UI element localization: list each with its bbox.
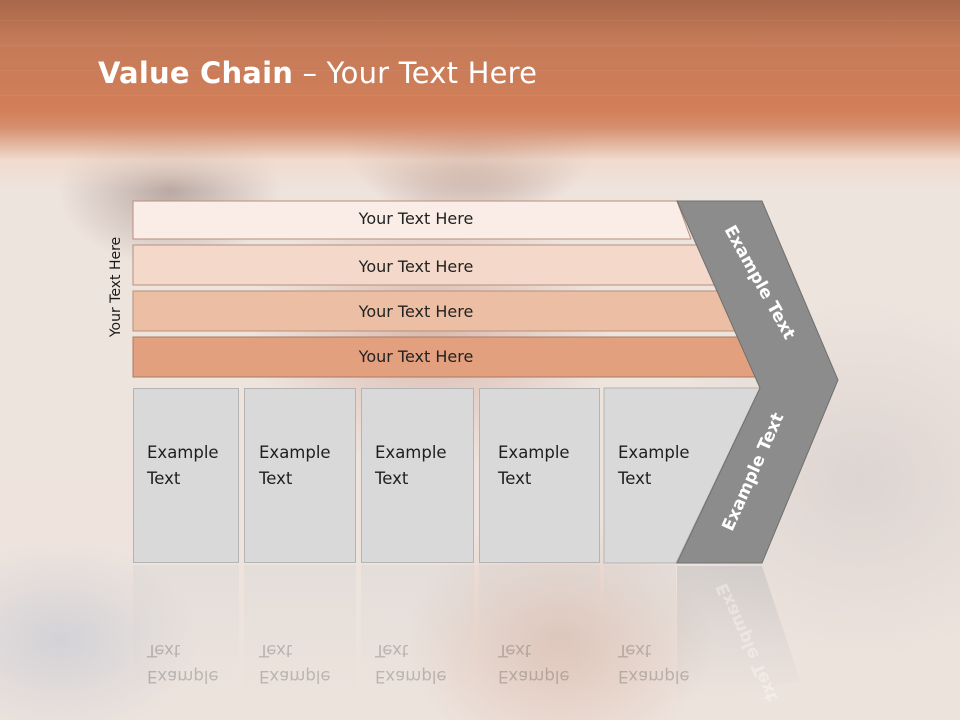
column-shape-5[interactable] bbox=[603, 387, 761, 564]
row-label-4: Your Text Here bbox=[358, 347, 474, 366]
row-label-1: Your Text Here bbox=[358, 209, 474, 228]
column-reflection bbox=[133, 565, 239, 695]
title-band bbox=[0, 0, 960, 190]
row-shape-1[interactable] bbox=[132, 200, 692, 240]
column-1[interactable] bbox=[133, 388, 239, 563]
title-rest: – Your Text Here bbox=[293, 56, 538, 90]
column-reflection bbox=[604, 565, 676, 695]
title-bold: Value Chain bbox=[98, 56, 294, 90]
column-4[interactable] bbox=[479, 388, 600, 563]
slide-title[interactable]: Value Chain – Your Text Here bbox=[98, 56, 537, 90]
column-reflection bbox=[244, 565, 356, 695]
band-stripe bbox=[0, 70, 960, 71]
column-2[interactable] bbox=[244, 388, 356, 563]
chevron-arrow[interactable] bbox=[676, 200, 839, 564]
band-stripe bbox=[0, 20, 960, 21]
columns-reflection bbox=[0, 565, 960, 720]
band-stripe bbox=[0, 95, 960, 96]
column-reflection bbox=[361, 565, 474, 695]
row-label-2: Your Text Here bbox=[358, 257, 474, 276]
row-label-3: Your Text Here bbox=[358, 302, 474, 321]
band-stripe bbox=[0, 45, 960, 46]
column-3[interactable] bbox=[361, 388, 474, 563]
chevron-reflection bbox=[677, 566, 800, 700]
column-reflection bbox=[479, 565, 600, 695]
